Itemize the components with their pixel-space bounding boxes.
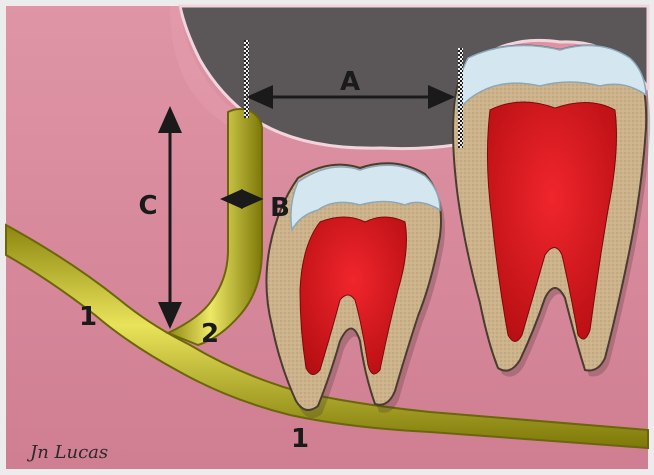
label-b: B <box>270 193 290 223</box>
label-c: C <box>138 191 157 221</box>
marker-line-left <box>244 40 249 118</box>
artist-signature: Jn Lucas <box>26 442 108 463</box>
label-a: A <box>340 67 360 97</box>
label-nerve-1-bottom: 1 <box>291 424 309 454</box>
label-nerve-1-left: 1 <box>79 302 97 332</box>
marker-line-right <box>458 48 463 148</box>
label-nerve-2: 2 <box>201 319 219 349</box>
